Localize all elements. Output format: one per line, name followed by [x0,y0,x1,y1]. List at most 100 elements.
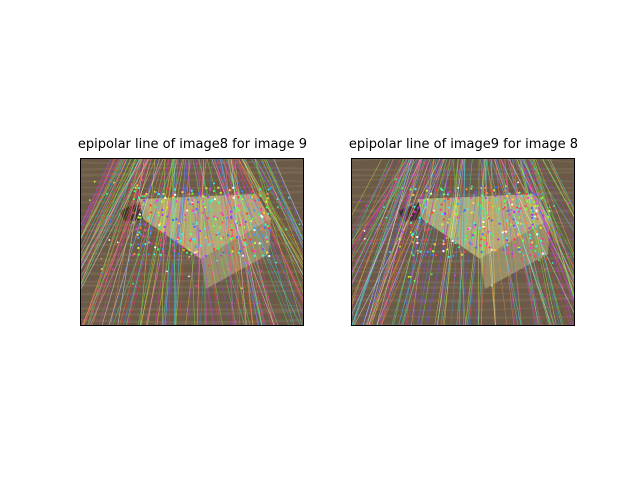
keypoint [483,236,486,240]
keypoint [441,223,444,226]
keypoint [440,203,443,206]
keypoint [429,248,432,251]
keypoint [267,227,271,230]
epipolar-line [254,159,303,325]
epipolar-line [81,159,149,290]
keypoint [193,225,196,228]
keypoint [160,195,163,198]
keypoint [262,254,265,257]
keypoint [467,228,470,231]
keypoint [457,246,461,249]
keypoint [483,246,486,250]
keypoint [510,208,513,212]
keypoint [529,253,532,256]
epipolar-line [352,159,421,315]
epipolar-line [162,159,179,325]
wood-grain [81,289,303,296]
epipolar-line [391,159,437,325]
keypoint [546,186,549,189]
epipolar-line [352,159,408,242]
keypoint [155,199,158,202]
epipolar-line [117,159,145,325]
keypoint [433,242,435,245]
keypoint [511,203,514,206]
epipolar-line [251,159,303,241]
keypoint [228,189,231,192]
epipolar-line [354,159,441,325]
keypoint [446,248,449,251]
keypoint [239,195,242,198]
keypoint [241,198,244,201]
keypoint [251,249,254,252]
keypoint [442,242,445,246]
keypoint [217,186,220,189]
keypoint [472,201,475,205]
epipolar-line [225,159,234,325]
keypoint [482,225,485,228]
keypoint [177,237,180,240]
keypoint [409,221,413,224]
epipolar-line [81,159,128,255]
epipolar-line [503,159,520,325]
keypoint [259,208,263,211]
box-side [480,219,550,289]
keypoint [208,188,212,191]
keypoint [180,246,183,249]
epipolar-line [378,159,443,325]
epipolar-line [469,159,485,325]
keypoint [245,212,249,215]
keypoint [254,199,257,202]
epipolar-line [500,159,537,325]
epipolar-line [442,159,465,325]
keypoint [194,240,197,243]
epipolar-line [101,159,152,325]
keypoint [410,224,413,227]
panel-title-right: epipolar line of image9 for image 8 [348,137,579,152]
epipolar-line [519,159,554,325]
keypoint [188,202,191,206]
epipolar-line [81,159,145,258]
keypoint [487,230,490,233]
keypoint [231,250,234,253]
epipolar-line [127,159,178,325]
keypoint [442,200,445,203]
keypoint [219,241,222,244]
keypoint [410,214,413,217]
epipolar-line [520,159,574,269]
epipolar-line [230,159,247,325]
keypoint [285,228,287,231]
keypoint [145,192,148,196]
epipolar-line [112,159,175,325]
keypoint [547,232,550,235]
keypoint [517,205,521,208]
epipolar-line [541,159,574,218]
keypoint [188,255,191,258]
keypoint [237,195,240,199]
keypoint [534,249,537,252]
keypoint [173,188,177,191]
keypoint [149,211,153,214]
epipolar-line [119,159,164,325]
keypoint [410,231,412,234]
epipolar-line [520,159,560,325]
keypoint [261,234,264,237]
keypoint [238,209,241,212]
epipolar-line [518,159,574,301]
keypoint [194,245,197,248]
epipolar-line [81,159,164,325]
keypoint [196,250,199,253]
keypoint [260,214,263,217]
epipolar-line [198,159,237,325]
keypoint [468,242,472,245]
epipolar-line [368,159,431,325]
keypoint [276,198,279,201]
keypoint [232,186,235,189]
keypoint [276,206,279,208]
epipolar-line [393,159,435,325]
keypoint [205,236,208,239]
keypoint [443,213,447,216]
epipolar-line [87,159,136,325]
epipolar-line [81,159,120,248]
keypoint [166,187,169,190]
epipolar-line [352,159,408,262]
